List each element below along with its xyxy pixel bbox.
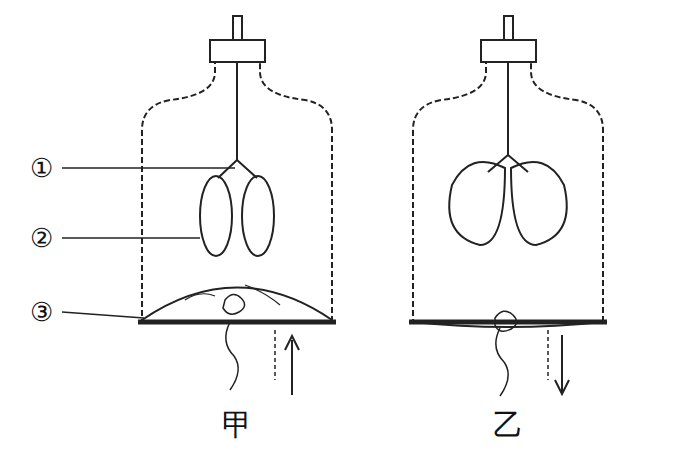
leader-line (62, 168, 235, 318)
figure-caption: 乙 (493, 410, 523, 440)
figure-caption: 甲 (222, 410, 252, 440)
bell-jar (409, 16, 607, 396)
callout-number: ① (30, 155, 53, 181)
callout-number: ② (30, 225, 53, 251)
bell-jar (138, 16, 336, 395)
callout-number: ③ (30, 299, 53, 325)
